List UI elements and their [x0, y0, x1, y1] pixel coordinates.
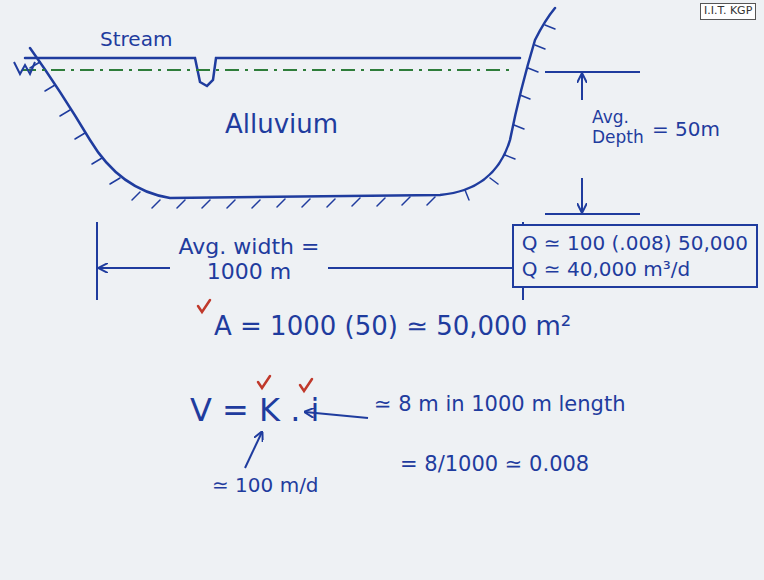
area-equation: A = 1000 (50) ≃ 50,000 m²	[214, 312, 571, 342]
logo-text: I.I.T. KGP	[700, 3, 756, 20]
conductivity-value: ≃ 100 m/d	[212, 474, 319, 497]
stream-label: Stream	[100, 28, 172, 51]
result-text: Q ≃ 40,000 m³/d	[522, 256, 748, 282]
gradient-value: = 8/1000 ≃ 0.008	[400, 452, 589, 476]
depth-value: = 50m	[652, 118, 720, 141]
depth-label: Avg. Depth	[592, 108, 652, 147]
result-box: Q ≃ 100 (.008) 50,000Q ≃ 40,000 m³/d	[512, 224, 758, 288]
width-dimension: Avg. width = 1000 m	[170, 232, 328, 287]
material-label: Alluvium	[225, 110, 338, 140]
result-text: Q ≃ 100 (.008) 50,000	[522, 230, 748, 256]
velocity-equation: V = K . i	[190, 392, 319, 429]
gradient-note: ≃ 8 m in 1000 m length	[374, 392, 625, 416]
